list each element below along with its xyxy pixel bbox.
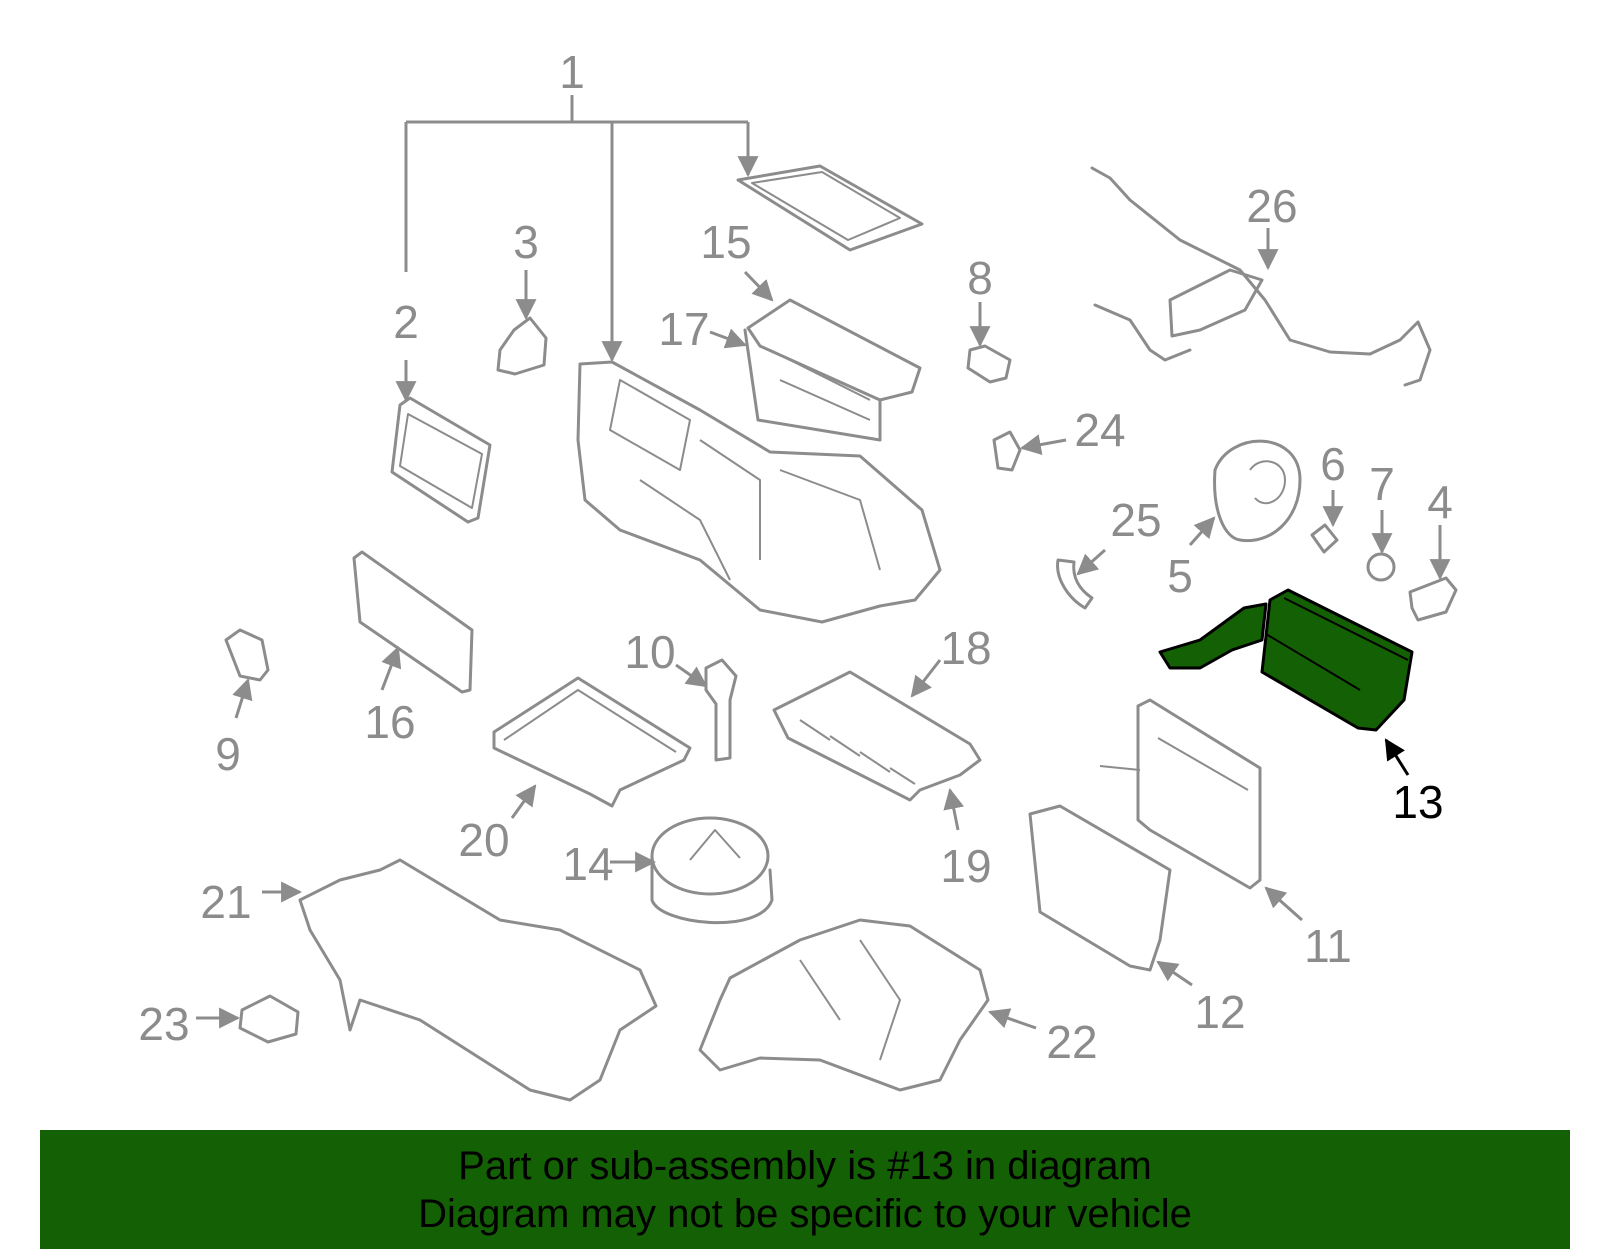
callout-19: 19 <box>940 840 991 892</box>
callout-9: 9 <box>215 728 241 780</box>
banner-line-2: Diagram may not be specific to your vehi… <box>418 1192 1192 1236</box>
leader-lines <box>196 228 1451 1030</box>
banner-line-1: Part or sub-assembly is #13 in diagram <box>458 1144 1152 1188</box>
part-25-hose <box>1056 558 1094 610</box>
part-13-heater-core[interactable] <box>1158 588 1414 732</box>
info-banner: Part or sub-assembly is #13 in diagram D… <box>40 1130 1570 1249</box>
part-20-door <box>492 676 692 808</box>
callout-8: 8 <box>967 252 993 304</box>
part-18-19-door <box>772 670 982 802</box>
part-21-lower-case <box>298 858 658 1102</box>
callout-22: 22 <box>1046 1016 1097 1068</box>
callout-5: 5 <box>1167 550 1193 602</box>
part-22-case <box>698 918 990 1092</box>
callout-4: 4 <box>1427 476 1453 528</box>
callout-7: 7 <box>1369 458 1395 510</box>
part-10-linkage <box>704 658 738 762</box>
callout-2: 2 <box>393 296 419 348</box>
callout-15: 15 <box>700 216 751 268</box>
part-12-case <box>1028 804 1172 972</box>
callout-3: 3 <box>513 216 539 268</box>
part-filter-top <box>736 164 924 252</box>
part-11-evaporator <box>1099 698 1262 890</box>
callout-24: 24 <box>1074 404 1125 456</box>
part-9-clip <box>224 628 270 682</box>
part-6-clip <box>1310 523 1339 554</box>
callout-1: 1 <box>559 46 585 98</box>
part-14-blower <box>650 816 774 925</box>
part-8-sensor <box>966 344 1012 384</box>
callout-6: 6 <box>1320 438 1346 490</box>
part-2-gasket <box>390 396 492 524</box>
part-24-sensor <box>992 430 1022 472</box>
part-23-module <box>238 994 300 1044</box>
callout-23: 23 <box>138 998 189 1050</box>
callout-25: 25 <box>1110 494 1161 546</box>
callout-21: 21 <box>200 876 251 928</box>
part-main-housing <box>576 360 942 624</box>
callout-13[interactable]: 13 <box>1392 776 1443 828</box>
callout-17: 17 <box>658 303 709 355</box>
part-5-blower-motor <box>1213 439 1302 543</box>
callout-16: 16 <box>364 696 415 748</box>
callout-26: 26 <box>1246 180 1297 232</box>
part-15-17-duct <box>743 298 922 442</box>
callout-1-bracket <box>404 95 759 363</box>
callout-11: 11 <box>1304 920 1352 972</box>
part-7-grommet <box>1366 552 1396 582</box>
part-26-harness <box>1090 166 1432 387</box>
part-3-bracket <box>496 316 548 376</box>
callout-18: 18 <box>940 622 991 674</box>
callout-20: 20 <box>458 814 509 866</box>
part-16-filter <box>352 550 474 694</box>
part-4-bracket <box>1408 576 1458 622</box>
callout-14: 14 <box>562 838 613 890</box>
callout-12: 12 <box>1194 986 1245 1038</box>
callout-10: 10 <box>624 626 675 678</box>
